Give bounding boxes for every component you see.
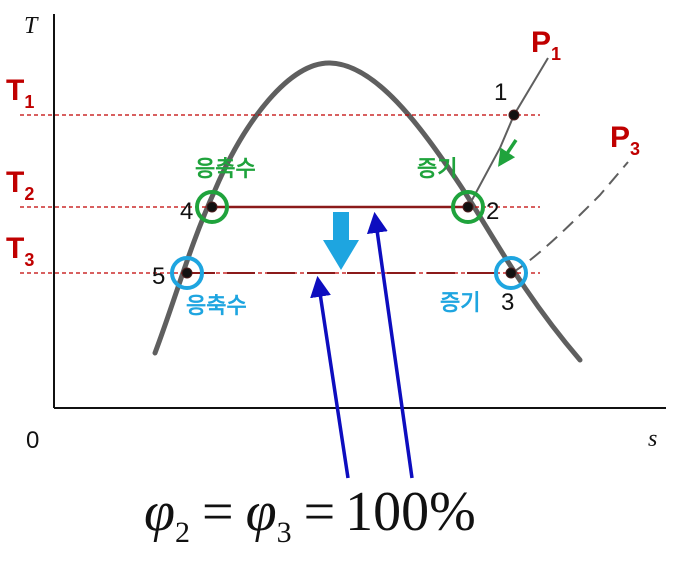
origin-label: 0 [26,427,39,454]
state-2-point [462,201,474,213]
quality-equation: φ2=φ3=100% [144,481,476,549]
label-t2: T2 [6,166,34,204]
process-arrow-1-2 [498,139,518,167]
label-p1: P1 [531,26,561,64]
vapor-label-top: 증기 [417,156,457,181]
state-2-circle [451,190,485,224]
condensate-label-bottom: 응축수 [186,293,247,318]
label-t3: T3 [6,232,34,270]
state-1-label: 1 [494,79,507,106]
x-axis-label: s [648,426,657,452]
pointer-arrow-to-4-2-line [366,211,414,479]
state-4-circle [195,190,229,224]
saturation-dome [152,60,583,363]
state-3-point [505,267,517,279]
state-2-label: 2 [486,198,499,225]
state-5-circle [170,256,204,290]
y-axis-label: T [24,13,39,39]
state-5-point [181,267,193,279]
state-4-point [206,201,218,213]
state-3-circle [494,256,528,290]
state-4-label: 4 [180,198,193,225]
condensate-label-top: 응축수 [195,156,256,181]
temperature-drop-arrow [323,212,359,270]
state-5-label: 5 [152,263,165,290]
pointer-arrow-to-5-3-line [310,275,350,479]
label-t1: T1 [6,74,34,112]
label-p3: P3 [610,121,640,159]
vapor-label-bottom: 증기 [440,290,480,315]
isobar-p3 [511,161,629,274]
state-3-label: 3 [501,289,514,316]
state-1-point [508,109,520,121]
isobar-p1 [471,57,549,201]
